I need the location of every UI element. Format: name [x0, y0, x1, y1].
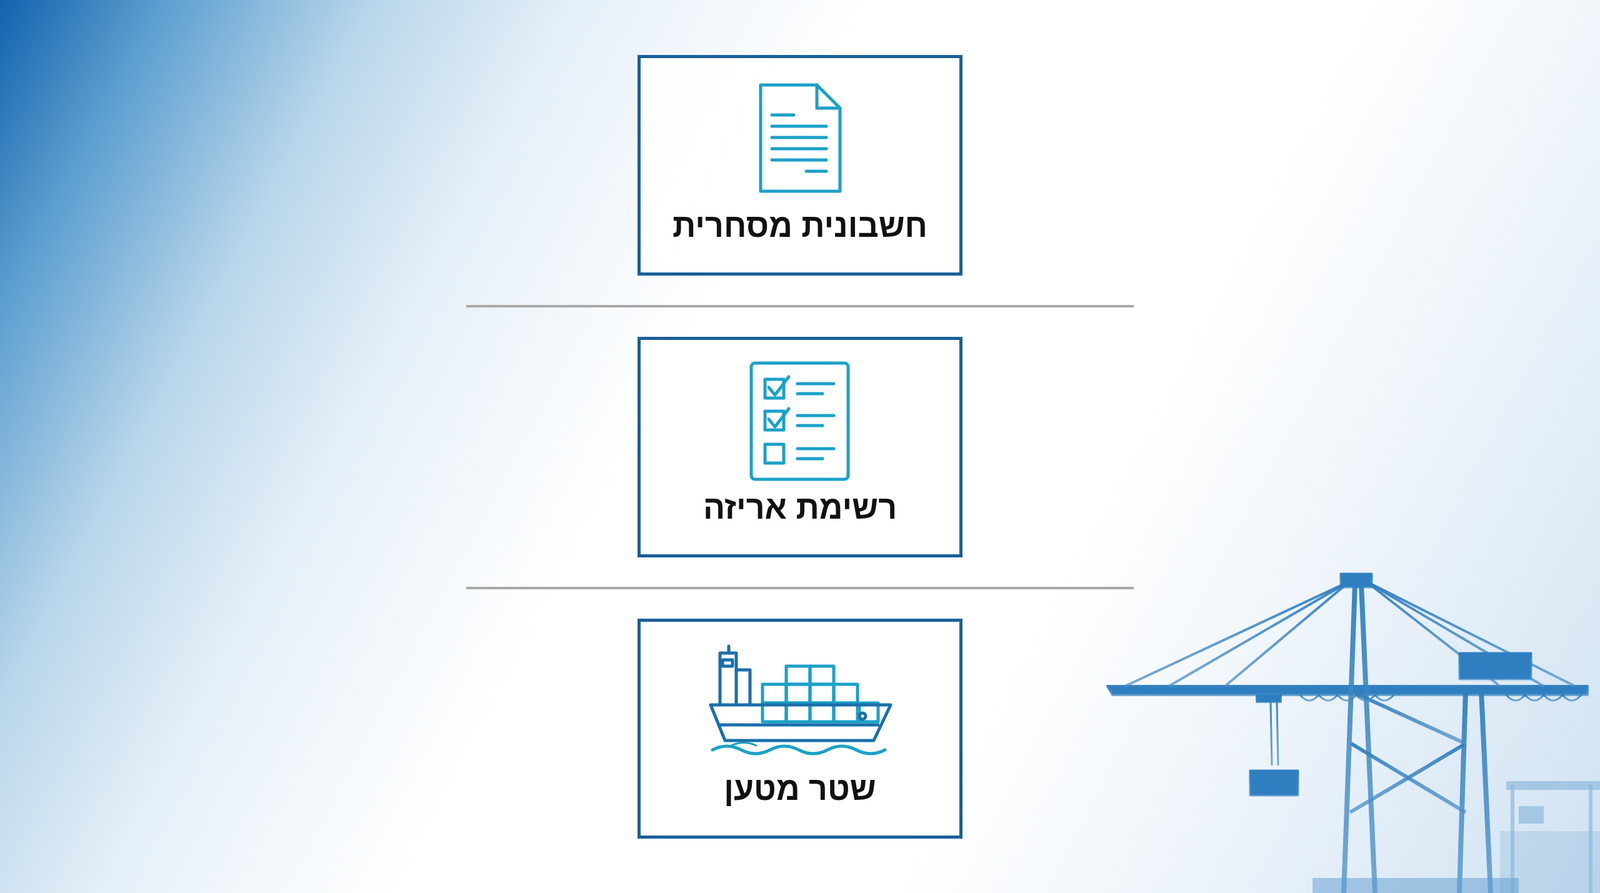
document-box: שטר מטען — [637, 618, 963, 839]
document-box: חשבונית מסחרית — [637, 55, 963, 276]
separator-lines — [466, 306, 1134, 589]
ship-icon — [710, 646, 891, 754]
container-crane — [1107, 562, 1588, 893]
checklist-icon — [751, 363, 849, 480]
document-icon — [760, 85, 840, 192]
document-box: רשימת אריזה — [637, 336, 963, 558]
background-crane — [1500, 781, 1600, 893]
box-label: שטר מטען — [723, 770, 876, 836]
box-grounds — [637, 55, 963, 839]
box-label: רשימת אריזה — [703, 489, 897, 555]
box-label: חשבונית מסחרית — [672, 207, 928, 273]
